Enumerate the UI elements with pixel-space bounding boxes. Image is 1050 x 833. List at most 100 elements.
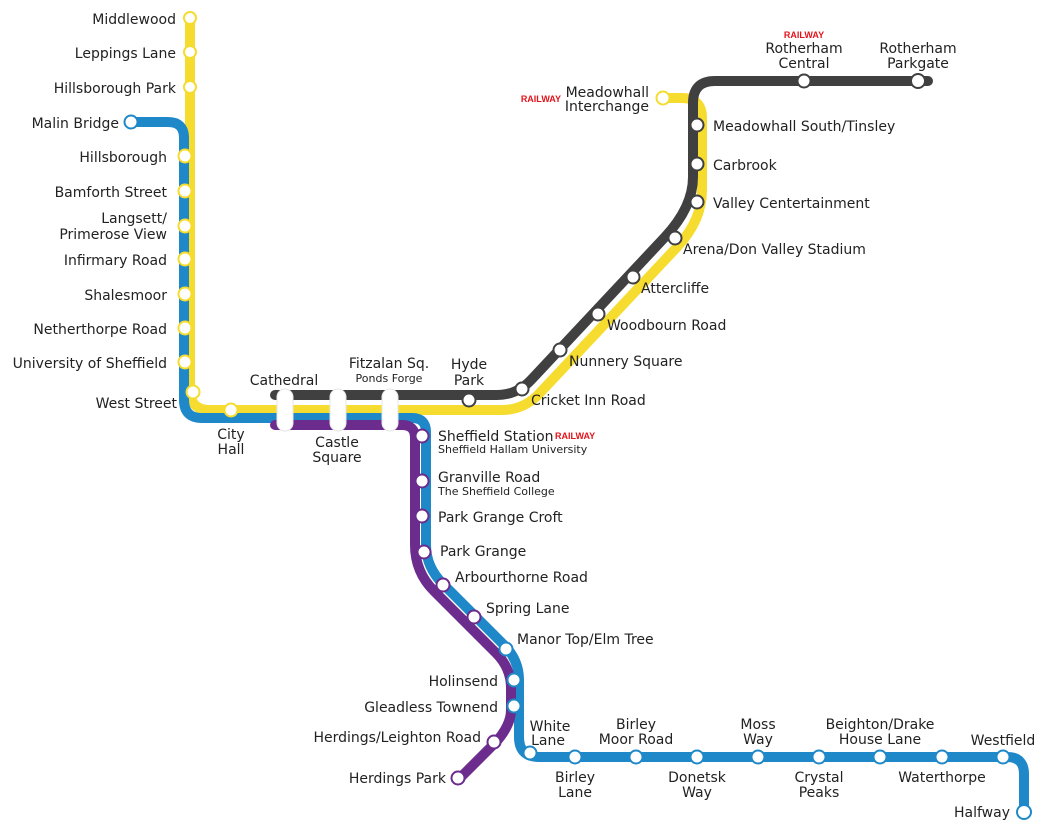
stop-valley-centertainment[interactable] <box>689 194 705 210</box>
label-park-grange-croft: Park Grange Croft <box>438 510 563 526</box>
label-castle-square-1: Castle <box>315 435 359 451</box>
stop-rotherham-parkgate[interactable] <box>910 73 926 89</box>
label-arena: Arena/Don Valley Stadium <box>683 242 866 258</box>
stop-gleadless-townend[interactable] <box>506 698 522 714</box>
stop-circles <box>123 11 1032 820</box>
label-meadowhall-south: Meadowhall South/Tinsley <box>713 119 895 135</box>
label-hyde-park-1: Hyde <box>451 357 487 373</box>
label-langsett-1: Langsett/ <box>101 211 167 227</box>
label-hillsborough-park: Hillsborough Park <box>54 81 177 97</box>
label-granville-road: Granville Road <box>438 470 540 486</box>
label-netherthorpe-road: Netherthorpe Road <box>33 322 167 338</box>
stop-leppings-lane[interactable] <box>183 45 197 59</box>
label-meadowhall-1: Meadowhall <box>566 85 649 101</box>
stop-spring-lane[interactable] <box>466 609 482 625</box>
stop-beighton[interactable] <box>872 749 888 765</box>
label-crystal-peaks-1: Crystal <box>794 770 843 786</box>
stop-city-hall[interactable] <box>223 402 239 418</box>
label-fitzalan-sub: Ponds Forge <box>356 372 423 385</box>
label-malin-bridge: Malin Bridge <box>32 116 119 132</box>
label-westfield: Westfield <box>971 733 1036 749</box>
label-west-street: West Street <box>96 396 178 412</box>
stop-park-grange[interactable] <box>416 544 432 560</box>
stop-waterthorpe[interactable] <box>934 749 950 765</box>
label-university: University of Sheffield <box>13 356 167 372</box>
stop-westfield[interactable] <box>995 749 1011 765</box>
yellow-route-line <box>185 13 707 415</box>
label-birley-moor-1: Birley <box>616 717 656 733</box>
interchange-markers <box>276 388 399 432</box>
label-fitzalan: Fitzalan Sq. <box>349 356 429 372</box>
label-leppings-lane: Leppings Lane <box>75 46 176 62</box>
stop-langsett[interactable] <box>177 218 193 234</box>
label-gleadless-townend: Gleadless Townend <box>364 700 498 716</box>
stop-hyde-park[interactable] <box>461 392 477 408</box>
stop-malin-bridge[interactable] <box>123 114 139 130</box>
stop-west-street[interactable] <box>185 384 201 400</box>
stop-netherthorpe-road[interactable] <box>177 320 193 336</box>
stop-meadowhall-south[interactable] <box>689 117 705 133</box>
label-white-lane-2: Lane <box>531 733 565 749</box>
label-park-grange: Park Grange <box>440 544 526 560</box>
stop-crystal-peaks[interactable] <box>811 749 827 765</box>
label-rotherham-central-2: Central <box>779 56 830 72</box>
label-rotherham-parkgate-1: Rotherham <box>879 41 956 57</box>
label-donetsk-1: Donetsk <box>668 770 727 786</box>
stop-hollinsend[interactable] <box>506 672 522 688</box>
stop-herdings-park[interactable] <box>450 770 466 786</box>
stop-shalesmoor[interactable] <box>177 286 193 302</box>
label-moss-way-1: Moss <box>740 717 775 733</box>
stop-meadowhall-interchange[interactable] <box>655 90 671 106</box>
stop-carbrook[interactable] <box>689 156 705 172</box>
interchange-castle-square[interactable] <box>329 388 347 432</box>
stop-cricket-inn-road[interactable] <box>514 381 530 397</box>
stop-rotherham-central[interactable] <box>796 73 812 89</box>
label-woodbourn-road: Woodbourn Road <box>607 318 726 334</box>
label-granville-road-sub: The Sheffield College <box>437 485 555 498</box>
stop-woodbourn-road[interactable] <box>590 306 606 322</box>
label-herdings-park: Herdings Park <box>349 771 447 787</box>
interchange-cathedral[interactable] <box>276 388 294 432</box>
label-shalesmoor: Shalesmoor <box>84 288 167 304</box>
label-halfway: Halfway <box>954 805 1010 821</box>
stop-arena[interactable] <box>667 230 683 246</box>
stop-moss-way[interactable] <box>750 749 766 765</box>
stop-manor-top[interactable] <box>498 641 514 657</box>
label-rotherham-parkgate-2: Parkgate <box>887 56 949 72</box>
label-city-hall-1: City <box>217 427 244 443</box>
stop-attercliffe[interactable] <box>625 269 641 285</box>
label-castle-square-2: Square <box>312 450 361 466</box>
label-spring-lane: Spring Lane <box>486 601 570 617</box>
stop-sheffield-station[interactable] <box>414 428 430 444</box>
label-white-lane-1: White <box>530 719 571 735</box>
stop-arbourthorne-road[interactable] <box>435 577 451 593</box>
label-valley-centertainment: Valley Centertainment <box>713 196 870 212</box>
stop-donetsk-way[interactable] <box>689 749 705 765</box>
stop-herdings-leighton[interactable] <box>486 734 502 750</box>
stop-hillsborough[interactable] <box>177 148 193 164</box>
stop-nunnery-square[interactable] <box>552 342 568 358</box>
stop-birley-lane[interactable] <box>567 749 583 765</box>
stop-infirmary-road[interactable] <box>177 251 193 267</box>
railway-tag-meadowhall: RAILWAY <box>521 94 561 104</box>
label-carbrook: Carbrook <box>713 158 778 174</box>
stop-middlewood[interactable] <box>183 11 197 25</box>
stop-birley-moor-road[interactable] <box>628 749 644 765</box>
stop-park-grange-croft[interactable] <box>414 508 430 524</box>
stop-halfway[interactable] <box>1016 804 1032 820</box>
label-meadowhall-2: Interchange <box>565 99 649 115</box>
label-crystal-peaks-2: Peaks <box>799 785 840 801</box>
stop-white-lane[interactable] <box>522 745 538 761</box>
interchange-fitzalan-square[interactable] <box>381 388 399 432</box>
stop-granville-road[interactable] <box>414 473 430 489</box>
label-hollinsend: Holinsend <box>429 674 498 690</box>
label-rotherham-central-1: Rotherham <box>765 41 842 57</box>
stop-bamforth-street[interactable] <box>177 183 193 199</box>
label-sheffield-station-sub: Sheffield Hallam University <box>438 443 588 456</box>
stop-university[interactable] <box>177 354 193 370</box>
tram-train-line <box>270 76 933 400</box>
blue-route-line <box>126 117 1029 817</box>
stop-hillsborough-park[interactable] <box>183 80 197 94</box>
label-waterthorpe: Waterthorpe <box>898 770 986 786</box>
purple-route-line <box>270 420 516 785</box>
